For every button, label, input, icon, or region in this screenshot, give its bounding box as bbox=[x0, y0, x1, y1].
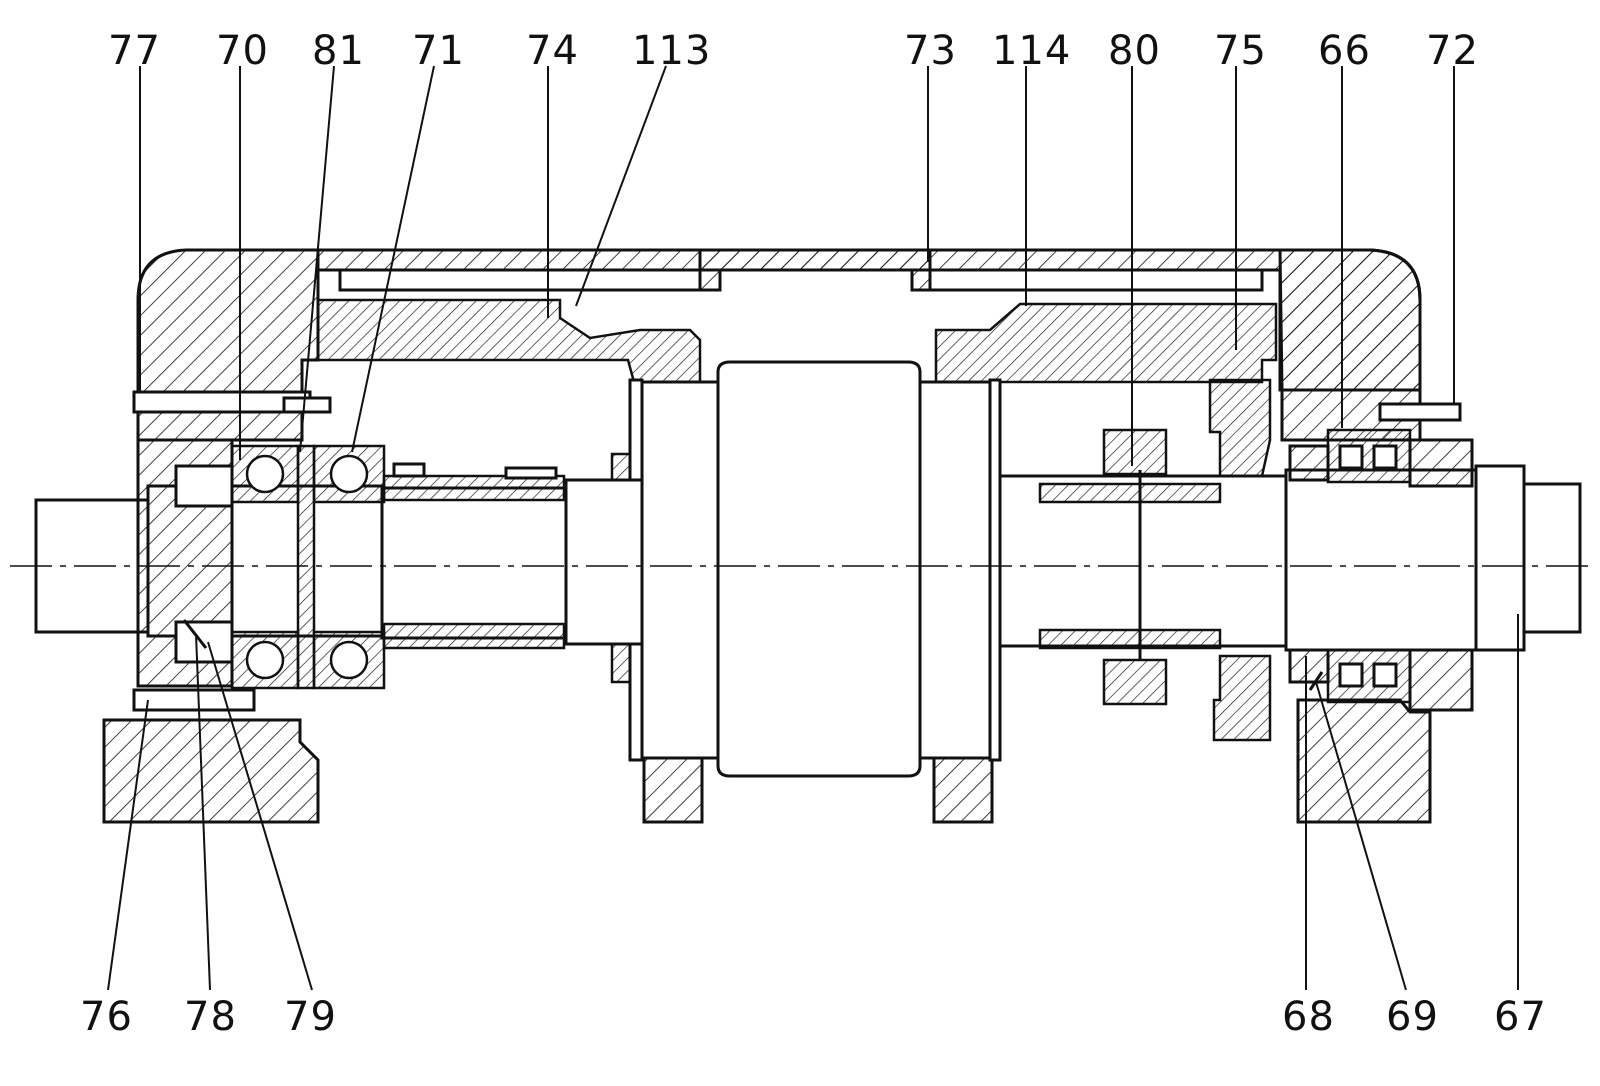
label-71: 71 bbox=[412, 28, 465, 74]
key-top-2 bbox=[504, 466, 558, 480]
leader-69 bbox=[1315, 681, 1407, 991]
bolt-72 bbox=[1378, 402, 1462, 422]
shaft-middle-left bbox=[380, 486, 568, 640]
coupling-top-sleeve bbox=[1038, 482, 1222, 504]
shaft-bearing-seat-right bbox=[1284, 468, 1478, 652]
bearing-70-ball-top bbox=[245, 454, 285, 494]
central-drum bbox=[610, 360, 1002, 778]
leader-113 bbox=[575, 65, 667, 307]
label-67: 67 bbox=[1494, 994, 1547, 1040]
end-cover-72-bottom bbox=[1408, 648, 1474, 712]
bolt-76 bbox=[132, 688, 256, 712]
coupling-bottom-sleeve bbox=[1038, 628, 1222, 650]
leader-lines bbox=[107, 65, 1519, 991]
label-70: 70 bbox=[216, 28, 269, 74]
bearing-71-ball-top bbox=[329, 454, 369, 494]
drum-flange-right bbox=[918, 380, 992, 760]
housing-right-base bbox=[1296, 698, 1432, 824]
leader-78 bbox=[195, 633, 211, 991]
label-114: 114 bbox=[992, 28, 1071, 74]
label-73: 73 bbox=[904, 28, 957, 74]
label-77: 77 bbox=[108, 28, 161, 74]
housing-inner-cavity-right bbox=[928, 268, 1264, 292]
roller-top-2 bbox=[1372, 444, 1398, 470]
label-80: 80 bbox=[1108, 28, 1161, 74]
end-cover-72-top bbox=[1408, 438, 1474, 488]
lip-seal-79 bbox=[182, 619, 208, 649]
label-81: 81 bbox=[312, 28, 365, 74]
sleeve-top bbox=[382, 474, 566, 502]
label-113: 113 bbox=[632, 28, 711, 74]
label-78: 78 bbox=[184, 994, 237, 1040]
roller-top-1 bbox=[1338, 444, 1364, 470]
shaft-right-end-67 bbox=[1522, 482, 1582, 634]
label-74: 74 bbox=[526, 28, 579, 74]
label-75: 75 bbox=[1214, 28, 1267, 74]
shaft-middle-right bbox=[998, 474, 1288, 648]
shaft-drum-hub-left bbox=[564, 478, 644, 646]
coupling-80-bottom-block bbox=[1102, 658, 1168, 706]
label-79: 79 bbox=[284, 994, 337, 1040]
seal-78-bottom bbox=[174, 620, 234, 664]
spacer-81 bbox=[296, 444, 316, 690]
roller-bottom-2 bbox=[1372, 662, 1398, 688]
coupling-80-top-block bbox=[1102, 428, 1168, 476]
leader-79 bbox=[207, 641, 313, 991]
leader-81 bbox=[299, 65, 335, 453]
left-shaft-sleeves bbox=[382, 462, 566, 650]
gear-74 bbox=[316, 298, 702, 384]
gear-carriers bbox=[316, 298, 1278, 384]
label-66: 66 bbox=[1318, 28, 1371, 74]
bearing-71-ball-bottom bbox=[329, 640, 369, 680]
housing-inner-cavity-left bbox=[338, 268, 702, 292]
right-seal-ring-top bbox=[1288, 444, 1330, 482]
label-69: 69 bbox=[1386, 994, 1439, 1040]
lip-seal-69 bbox=[1308, 671, 1324, 691]
label-72: 72 bbox=[1426, 28, 1479, 74]
bearing-70-ball-bottom bbox=[245, 640, 285, 680]
leader-76 bbox=[107, 699, 149, 991]
sleeve-bottom bbox=[382, 622, 566, 650]
top-labels: 77 70 81 71 74 113 73 114 80 75 66 72 bbox=[108, 28, 1479, 74]
right-seal-ring-68 bbox=[1288, 648, 1330, 684]
left-bearing-assembly bbox=[132, 390, 386, 712]
leader-71 bbox=[351, 65, 435, 453]
housing-left-base bbox=[102, 718, 320, 824]
center-rib bbox=[698, 248, 932, 292]
drum-flange-left bbox=[640, 380, 720, 760]
drum-body bbox=[716, 360, 922, 778]
hub-114 bbox=[1208, 378, 1272, 478]
key-top bbox=[392, 462, 426, 478]
coupling-assembly bbox=[1038, 378, 1272, 742]
roller-bottom-1 bbox=[1338, 662, 1364, 688]
bolt-77-head bbox=[282, 396, 332, 414]
shaft-collar-right bbox=[1474, 464, 1526, 652]
hub-114-lower bbox=[1212, 654, 1272, 742]
right-bearing-assembly bbox=[1288, 402, 1474, 712]
seal-78-top bbox=[174, 464, 234, 508]
gear-75 bbox=[934, 302, 1278, 384]
label-68: 68 bbox=[1282, 994, 1335, 1040]
label-76: 76 bbox=[80, 994, 133, 1040]
bottom-labels: 76 78 79 68 69 67 bbox=[80, 994, 1547, 1040]
